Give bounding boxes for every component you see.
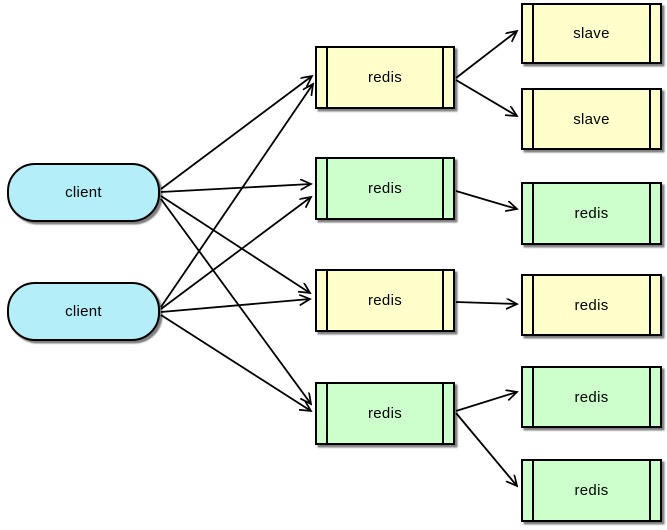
node-label: redis xyxy=(367,292,402,309)
node-bar-left-divider xyxy=(326,271,328,330)
node-bar-right-divider xyxy=(649,184,651,243)
node-label: redis xyxy=(574,388,609,406)
node-slave-1: slave xyxy=(521,3,662,64)
node-bar-left-divider xyxy=(532,5,534,62)
node-label: client xyxy=(65,303,102,320)
node-bar-right-divider xyxy=(649,276,651,334)
node-redis-replica-1: redis xyxy=(521,182,662,245)
node-bar-left-divider xyxy=(532,461,534,520)
node-redis-master-1: redis xyxy=(315,46,455,109)
edge-redis-master-4-to-redis-replica-3 xyxy=(455,392,517,412)
node-slave-2: slave xyxy=(521,88,662,150)
node-bar-right-divider xyxy=(649,5,651,62)
node-bar-left-divider xyxy=(532,184,534,243)
node-label: client xyxy=(65,184,102,201)
node-bar-left-divider xyxy=(532,368,534,426)
node-bar-left-divider xyxy=(326,48,328,107)
node-redis-replica-4: redis xyxy=(521,459,662,522)
node-label: redis xyxy=(367,69,402,86)
node-bar-right-divider xyxy=(442,48,444,107)
node-bar-left-divider xyxy=(326,384,328,443)
edge-client-2-to-redis-master-2 xyxy=(160,197,311,310)
edge-client-1-to-redis-master-1 xyxy=(160,76,312,190)
node-label: slave xyxy=(573,110,610,128)
node-redis-replica-2: redis xyxy=(521,274,662,336)
node-client-1: client xyxy=(7,163,160,222)
node-bar-right-divider xyxy=(649,368,651,426)
node-bar-right-divider xyxy=(649,90,651,148)
node-redis-master-3: redis xyxy=(315,269,455,332)
node-redis-master-2: redis xyxy=(315,157,455,220)
node-bar-right-divider xyxy=(442,384,444,443)
edge-redis-master-3-to-redis-replica-2 xyxy=(455,302,517,304)
node-bar-right-divider xyxy=(649,461,651,520)
edge-client-2-to-redis-master-4 xyxy=(160,314,311,411)
edge-client-1-to-redis-master-2 xyxy=(160,184,311,193)
edge-client-2-to-redis-master-1 xyxy=(160,84,313,308)
edge-redis-master-1-to-slave-2 xyxy=(455,79,517,116)
edge-client-1-to-redis-master-3 xyxy=(160,195,310,293)
edge-redis-master-1-to-slave-1 xyxy=(455,31,517,79)
node-label: redis xyxy=(367,405,402,422)
node-bar-left-divider xyxy=(326,159,328,218)
node-redis-replica-3: redis xyxy=(521,366,662,428)
node-label: redis xyxy=(574,296,609,314)
node-bar-left-divider xyxy=(532,276,534,334)
node-redis-master-4: redis xyxy=(315,382,455,445)
edge-redis-master-4-to-redis-replica-4 xyxy=(455,412,517,486)
node-label: redis xyxy=(367,180,402,197)
node-bar-right-divider xyxy=(442,271,444,330)
edge-redis-master-2-to-redis-replica-1 xyxy=(455,190,517,209)
node-label: redis xyxy=(574,205,609,222)
node-bar-right-divider xyxy=(442,159,444,218)
node-client-2: client xyxy=(7,282,160,341)
edge-client-2-to-redis-master-3 xyxy=(160,299,310,313)
edge-client-1-to-redis-master-4 xyxy=(160,198,311,404)
node-label: redis xyxy=(574,482,609,499)
node-bar-left-divider xyxy=(532,90,534,148)
node-label: slave xyxy=(573,25,610,42)
